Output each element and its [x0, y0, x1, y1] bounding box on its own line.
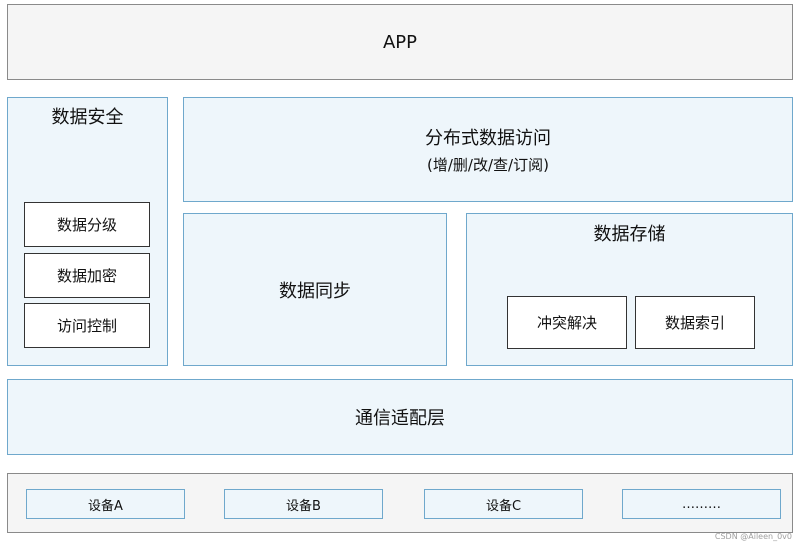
device-a-box: 设备A [26, 489, 185, 519]
app-layer: APP [7, 4, 793, 80]
device-more-label: ……… [682, 496, 721, 512]
app-label: APP [382, 31, 418, 53]
data-index-box: 数据索引 [635, 296, 755, 349]
device-a-label: 设备A [88, 498, 123, 514]
access-control-label: 访问控制 [56, 317, 117, 335]
data-sync-box: 数据同步 [183, 213, 447, 366]
device-c-box: 设备C [424, 489, 583, 519]
data-index-label: 数据索引 [664, 314, 725, 332]
watermark: CSDN @Aileen_0v0 [714, 532, 792, 541]
data-encryption-label: 数据加密 [56, 267, 117, 285]
data-encryption-box: 数据加密 [24, 253, 150, 298]
access-control-box: 访问控制 [24, 303, 150, 348]
data-storage-panel: 数据存储 冲突解决 数据索引 [466, 213, 793, 366]
comm-adapter-layer: 通信适配层 [7, 379, 793, 455]
data-security-panel: 数据安全 数据分级 数据加密 访问控制 [7, 97, 168, 366]
data-sync-label: 数据同步 [279, 280, 351, 302]
data-security-title: 数据安全 [51, 107, 124, 128]
data-classification-label: 数据分级 [56, 216, 117, 234]
distributed-access-title: 分布式数据访问 [425, 128, 551, 149]
device-b-box: 设备B [224, 489, 383, 519]
devices-layer: 设备A 设备B 设备C ……… [7, 473, 793, 533]
comm-adapter-label: 通信适配层 [355, 408, 445, 429]
data-classification-box: 数据分级 [24, 202, 150, 247]
device-c-label: 设备C [485, 498, 522, 514]
distributed-access-subtitle: (增/删/改/查/订阅) [427, 156, 549, 174]
conflict-resolution-label: 冲突解决 [536, 314, 597, 332]
distributed-access-box: 分布式数据访问 (增/删/改/查/订阅) [183, 97, 793, 202]
device-more-box: ……… [622, 489, 781, 519]
device-b-label: 设备B [286, 498, 321, 514]
conflict-resolution-box: 冲突解决 [507, 296, 627, 349]
data-storage-title: 数据存储 [593, 224, 666, 245]
